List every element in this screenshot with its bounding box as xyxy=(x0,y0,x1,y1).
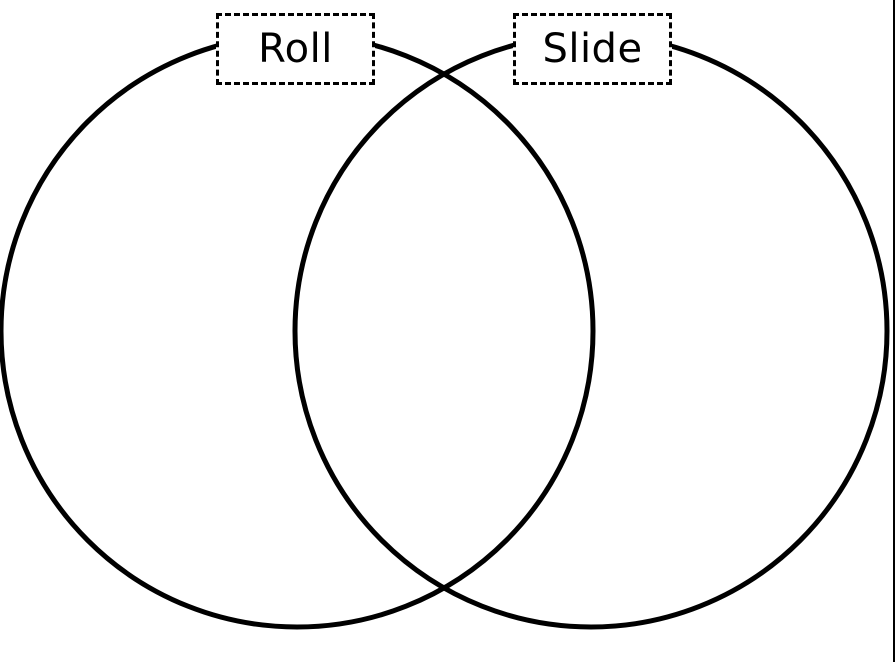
venn-label-slide: Slide xyxy=(513,13,672,85)
page-border-right xyxy=(893,0,895,662)
venn-label-roll: Roll xyxy=(216,13,375,85)
